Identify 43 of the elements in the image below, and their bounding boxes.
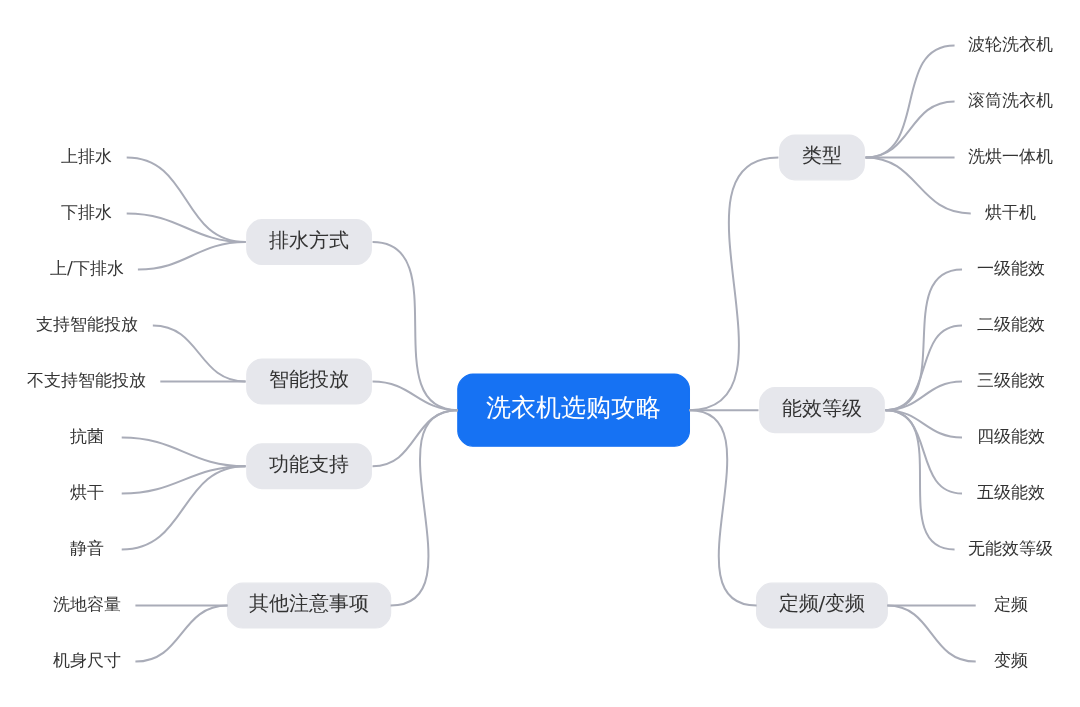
connector xyxy=(884,409,956,551)
node-text: 变频 xyxy=(993,650,1028,671)
connector xyxy=(864,156,972,215)
node-box: 洗衣机选购攻略 xyxy=(457,373,690,447)
node-text: 不支持智能投放 xyxy=(27,370,147,391)
node-text: 一级能效 xyxy=(976,258,1045,279)
connector xyxy=(886,604,977,663)
node-text: 烘干 xyxy=(69,482,104,503)
node-text: 抗菌 xyxy=(69,426,104,447)
connector xyxy=(688,409,758,607)
node-box: 定频/变频 xyxy=(756,582,888,629)
node-text: 五级能效 xyxy=(976,482,1045,503)
connector xyxy=(159,380,247,383)
node-box: 类型 xyxy=(779,134,865,181)
node-text: 机身尺寸 xyxy=(52,650,121,671)
node-text: 无能效等级 xyxy=(968,538,1054,559)
node-text: 四级能效 xyxy=(976,426,1045,447)
connector xyxy=(120,465,247,551)
connector xyxy=(864,156,956,159)
node-text: 上排水 xyxy=(61,146,113,167)
node-text: 二级能效 xyxy=(976,314,1045,335)
node-box: 功能支持 xyxy=(246,443,372,490)
node-box: 其他注意事项 xyxy=(226,582,392,629)
node-text: 下排水 xyxy=(61,202,113,223)
connector xyxy=(151,324,247,383)
connector xyxy=(864,100,956,159)
connector xyxy=(136,241,247,271)
node-box: 排水方式 xyxy=(246,219,372,266)
node-text: 洗烘一体机 xyxy=(968,146,1054,167)
node-text: 洗地容量 xyxy=(52,594,121,615)
node-text: 烘干机 xyxy=(985,202,1037,223)
node-text: 定频 xyxy=(993,594,1028,615)
connector xyxy=(134,604,229,663)
connector xyxy=(864,44,956,159)
node-box: 能效等级 xyxy=(759,387,885,434)
node-box: 智能投放 xyxy=(246,358,372,405)
node-text: 静音 xyxy=(69,538,104,559)
node-text: 滚筒洗衣机 xyxy=(968,90,1054,111)
node-text: 上/下排水 xyxy=(49,258,124,279)
node-text: 三级能效 xyxy=(976,370,1045,391)
node-text: 波轮洗衣机 xyxy=(968,33,1054,54)
connector xyxy=(389,409,459,607)
node-text: 支持智能投放 xyxy=(35,314,138,335)
